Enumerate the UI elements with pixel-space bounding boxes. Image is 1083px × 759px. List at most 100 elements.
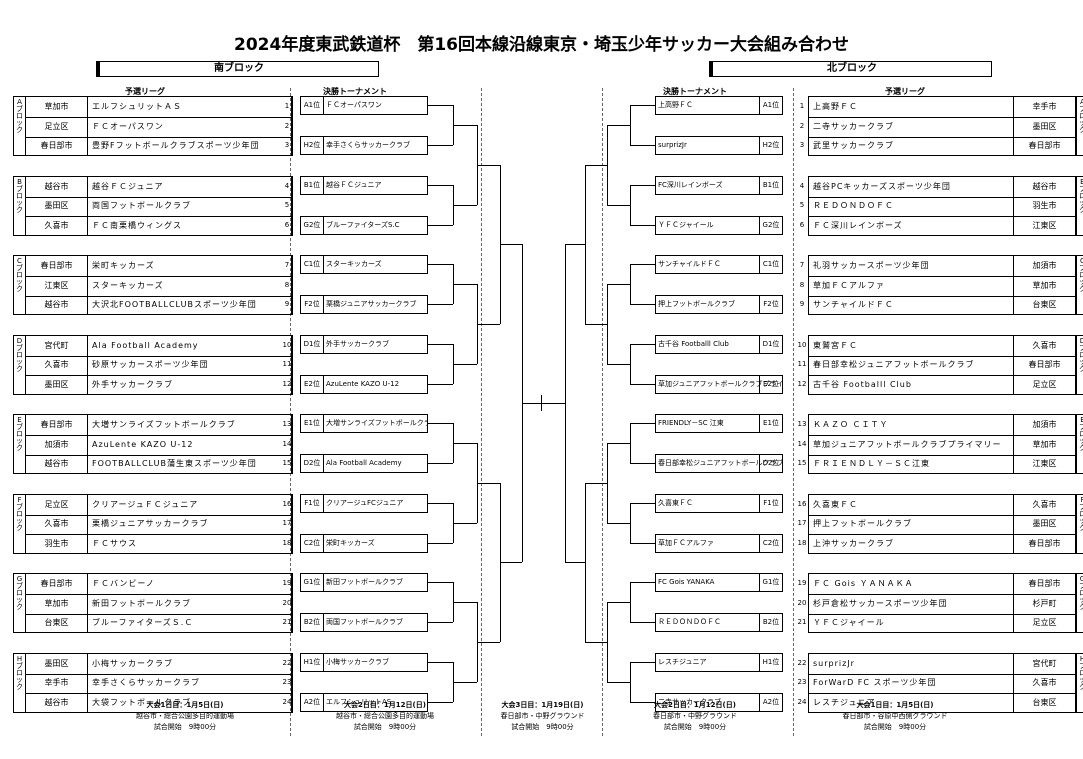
- seed-team: AzuLente KAZO U-12: [326, 379, 400, 388]
- seed-team: 古千谷 Footballl Club: [658, 339, 729, 348]
- footer-venue: 春日部市・谷原中西側グラウンド: [842, 712, 948, 720]
- group-row: 久喜市栗橋ジュニアサッカークラブ: [26, 514, 292, 535]
- team-number: 15: [797, 459, 807, 467]
- city-name: 足立区: [26, 116, 88, 137]
- bracket-line: [453, 681, 477, 683]
- bracket-line: [585, 482, 607, 484]
- group-row: ForWarD FC スポーツ少年団久喜市: [809, 673, 1076, 694]
- bracket-line: [477, 482, 500, 484]
- north-block-header: 北ブロック: [709, 61, 992, 77]
- seed-rank: G2位: [301, 216, 324, 234]
- bracket-line: [500, 562, 522, 564]
- seed-rank: H1位: [759, 653, 782, 671]
- bracket-entry: D1位古千谷 Footballl Club: [655, 334, 783, 354]
- seed-team: 小梅サッカークラブ: [326, 657, 389, 666]
- city-name: 久喜市: [26, 355, 88, 375]
- footer-venue: 春日部市・中野グラウンド: [653, 712, 737, 720]
- seed-rank: B2位: [301, 614, 324, 631]
- city-name: 久喜市: [26, 514, 88, 534]
- city-name: 墨田区: [1014, 116, 1076, 137]
- team-number: 11: [282, 360, 292, 368]
- bracket-entry: G2位ブルーファイターズS.C: [300, 215, 428, 235]
- team-number: 19: [797, 579, 807, 587]
- group-table: Hブロック墨田区小梅サッカークラブ幸手市幸手さくらサッカークラブ越谷市大袋フット…: [13, 652, 293, 713]
- seed-team: 越谷ＦＣジュニア: [326, 180, 382, 189]
- bracket-line: [428, 224, 453, 226]
- footer-date: 大会2日目：1月12日(日): [654, 701, 736, 709]
- team-name: 杉戸倉松サッカースポーツ少年団: [809, 593, 1014, 614]
- city-name: 足立区: [1014, 374, 1076, 395]
- bracket-line: [630, 423, 631, 463]
- team-number: 17: [282, 519, 292, 527]
- bracket-line: [630, 343, 655, 345]
- north-prelim-footer: 大会1日目：1月5日(日) 春日部市・谷原中西側グラウンド 試合開始 9時00分: [800, 700, 990, 733]
- bracket-line: [607, 681, 630, 683]
- seed-team: Ala Football Academy: [326, 459, 402, 467]
- team-number: 9: [799, 300, 805, 308]
- footer-start-time: 試合開始 9時00分: [353, 723, 417, 731]
- group-row: 越谷市越谷ＦＣジュニア: [26, 176, 292, 198]
- team-number: 4: [799, 181, 805, 190]
- team-number: 17: [797, 519, 807, 527]
- team-name: スターキッカーズ: [88, 275, 292, 296]
- team-number: 20: [282, 598, 292, 607]
- bracket-line: [428, 661, 453, 663]
- team-number: 6: [799, 220, 805, 229]
- city-name: 草加市: [26, 593, 88, 614]
- group-row: 江東区スターキッカーズ: [26, 275, 292, 297]
- city-name: 加須市: [1014, 415, 1076, 435]
- footer-start-time: 試合開始 9時00分: [663, 723, 727, 731]
- team-name: ＹＦＣジャイール: [809, 613, 1014, 633]
- bracket-entry: H1位レスチジュニア: [655, 652, 783, 672]
- bracket-line: [607, 602, 630, 603]
- city-name: 宮代町: [26, 335, 88, 356]
- bracket-entry: F2位押上フットボールクラブ: [655, 295, 783, 314]
- group-row: 墨田区外手サッカークラブ: [26, 374, 292, 395]
- city-name: 久喜市: [1014, 335, 1076, 356]
- footer-venue: 春日部市・中野グラウンド: [500, 712, 585, 720]
- bracket-line: [630, 145, 655, 146]
- group-label: Bブロック: [1076, 176, 1083, 235]
- city-name: 足立区: [26, 494, 88, 515]
- bracket-entry: B2位両国フットボールクラブ: [300, 613, 428, 632]
- bracket-entry: E1位大増サンライズフットボールクラブ: [300, 414, 428, 433]
- bracket-line: [630, 184, 655, 186]
- city-name: 春日部市: [1014, 355, 1076, 375]
- seed-rank: H2位: [301, 137, 324, 154]
- bracket-line: [585, 641, 607, 643]
- group-label: Aブロック: [14, 97, 26, 155]
- bracket-line: [565, 562, 585, 564]
- column-divider: [290, 88, 291, 736]
- team-number: 2: [284, 121, 290, 130]
- team-name: ＦＣ Gois ＹＡＮＡＫＡ: [809, 574, 1014, 594]
- bracket-line: [428, 184, 453, 186]
- bracket-line: [630, 423, 655, 424]
- seed-team: 栗橋ジュニアサッカークラブ: [326, 300, 417, 308]
- bracket-line: [565, 244, 566, 563]
- bracket-entry: F2位栗橋ジュニアサッカークラブ: [300, 295, 428, 314]
- seed-team: 新田フットボールクラブ: [326, 578, 403, 586]
- city-name: 幸手市: [26, 673, 88, 693]
- team-number: 16: [797, 499, 807, 508]
- bracket-line: [607, 284, 608, 364]
- seed-team: 押上フットボールクラブ: [658, 300, 735, 308]
- team-name: レスチジュニア: [809, 692, 1014, 713]
- group-row: 台東区ブルーファイターズＳ.Ｃ: [26, 613, 292, 633]
- bracket-entry: H1位小梅サッカークラブ: [300, 652, 428, 672]
- bracket-line: [630, 264, 655, 265]
- bracket-line: [428, 701, 453, 703]
- team-name: surprizJr: [809, 653, 1014, 674]
- city-name: 墨田区: [1014, 514, 1076, 534]
